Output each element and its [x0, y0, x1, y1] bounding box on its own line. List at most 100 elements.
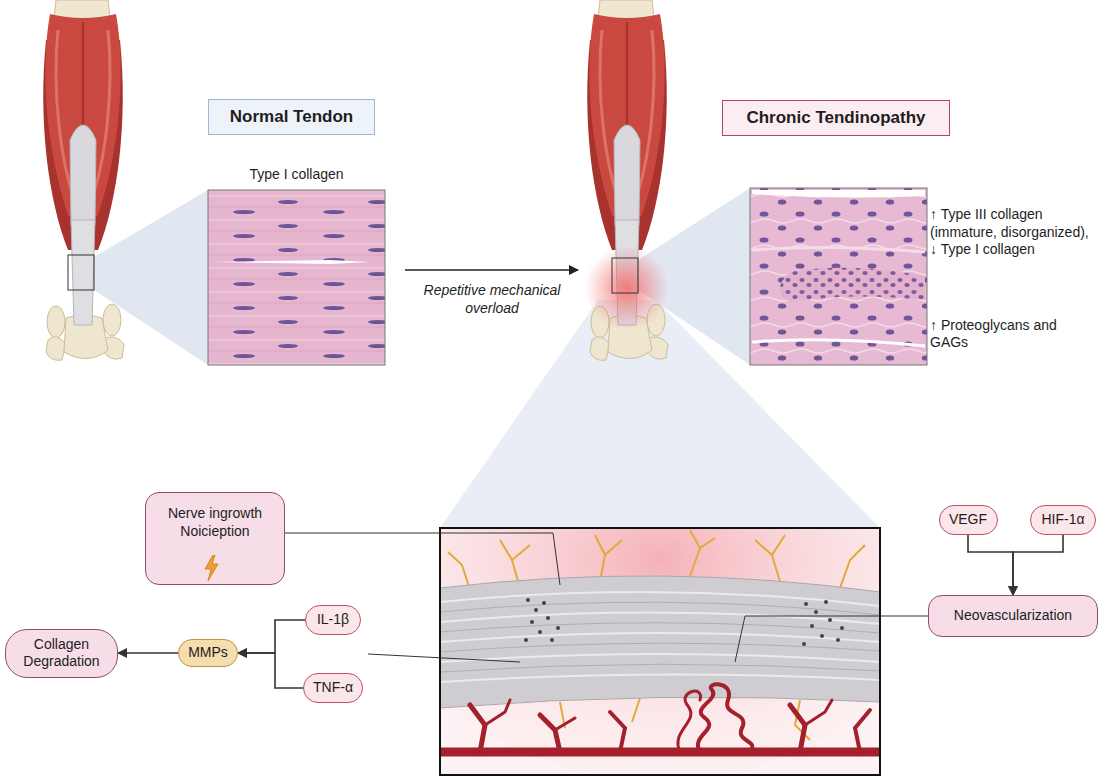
cytokine-pill: TNF-α	[303, 673, 363, 703]
cell-dots	[546, 616, 550, 620]
cell-dots	[534, 608, 538, 612]
stage-box: Normal Tendon	[208, 99, 375, 135]
connector-arrow	[238, 620, 305, 653]
tendon-detail	[440, 528, 880, 776]
collagen-fibres	[440, 633, 880, 642]
nerve-fibres	[700, 538, 715, 548]
collagen-fibres	[440, 623, 880, 633]
nerve-fibres	[448, 552, 470, 590]
connector-arrow	[238, 653, 303, 688]
factor-pill: HIF-1α	[1030, 505, 1096, 535]
node-text: MMPs	[188, 644, 228, 662]
tissue-gap	[752, 340, 925, 346]
histology-image	[208, 190, 385, 365]
nerve-fibres	[595, 535, 605, 582]
connector-arrow	[968, 535, 1013, 595]
node-text: TNF-α	[313, 679, 353, 697]
progression-arrow	[405, 269, 578, 271]
cell-dots	[802, 642, 806, 646]
connector-arrow	[118, 652, 178, 654]
nerve-fibres	[772, 535, 785, 582]
collagen-fibres	[440, 664, 880, 672]
node-text: HIF-1α	[1041, 511, 1084, 529]
arrow-label: Repetitive mechanical overload	[412, 282, 572, 317]
cell-dots	[810, 624, 814, 628]
blood-vessels	[610, 712, 625, 752]
cell-dots	[840, 626, 844, 630]
nerve-fibres	[512, 545, 530, 560]
cytokine-pill: IL-1β	[305, 605, 361, 635]
connector-arrow	[1013, 535, 1063, 595]
nerve-fibres	[840, 545, 865, 588]
tissue-gap	[212, 260, 370, 264]
tendon-fibres	[440, 576, 880, 708]
nerve-fibres	[690, 530, 700, 576]
tendon-detail	[440, 528, 880, 776]
cell-dots	[542, 601, 546, 605]
cell-dots	[556, 626, 560, 630]
nerve-fibres	[755, 540, 772, 555]
node-text: ↑ Proteoglycans and GAGs	[930, 317, 1094, 352]
process-box: Nerve ingrowth Noicieption	[145, 492, 285, 585]
blood-vessels	[855, 710, 870, 752]
inflammation-glow	[585, 246, 669, 330]
cell-dots	[828, 618, 832, 622]
blood-vessels	[470, 705, 485, 752]
blood-vessels	[540, 715, 560, 752]
zoom-box	[612, 258, 638, 293]
blood-vessels	[698, 684, 752, 752]
nerve-fibres	[605, 540, 622, 555]
node-text: Nerve ingrowth Noicieption	[154, 505, 276, 540]
node-text: Collagen Degradation	[14, 636, 109, 671]
cell-dots	[820, 634, 824, 638]
lightning-icon	[203, 555, 219, 581]
process-box: Collagen Degradation	[5, 629, 118, 678]
nerve-fibres	[632, 698, 640, 722]
cell-dots	[836, 638, 840, 642]
leader-line	[735, 616, 928, 662]
node-text: Chronic Tendinopathy	[746, 107, 925, 128]
cell-dots	[824, 600, 828, 604]
enzyme-pill: MMPs	[178, 639, 238, 667]
leader-line	[368, 654, 520, 662]
cell-dots	[524, 598, 844, 646]
cell-dots	[530, 620, 534, 624]
node-text: Neovascularization	[954, 607, 1072, 625]
blood-vessels	[805, 700, 832, 725]
cell-dots	[538, 630, 542, 634]
node-text: Normal Tendon	[230, 106, 353, 127]
collagen-fibres	[440, 592, 880, 682]
leader-line	[285, 533, 560, 585]
cell-dots	[804, 602, 808, 606]
node-text: Type I collagen	[208, 166, 385, 184]
blood-vessels	[555, 718, 575, 730]
collagen-fibres	[440, 602, 880, 615]
node-text: ↑ Type III collagen (immature, disorgani…	[930, 206, 1094, 259]
leg-illustration	[43, 0, 124, 360]
lightning-icon	[205, 555, 218, 581]
node-text: IL-1β	[317, 611, 349, 629]
cell-dots	[550, 638, 554, 642]
collagen-fibres	[440, 674, 880, 682]
detail-frame	[440, 528, 880, 775]
cell-dots	[814, 610, 818, 614]
stage-box: Chronic Tendinopathy	[722, 100, 950, 136]
blood-vessels	[678, 691, 701, 752]
hypercellular-band	[780, 268, 925, 302]
collagen-fibres	[440, 592, 880, 606]
histology-panel: Type I collagen	[208, 166, 385, 365]
blood-vessels	[485, 700, 510, 725]
node-text: VEGF	[949, 511, 987, 529]
histology-image	[750, 188, 927, 365]
tissue-gap	[752, 190, 925, 198]
blood-vessels	[440, 748, 880, 757]
process-box: Neovascularization	[928, 595, 1098, 637]
cell-dots	[526, 598, 530, 602]
tissue-gap	[752, 247, 925, 252]
blood-vessels	[440, 684, 880, 752]
collagen-fibres	[440, 643, 880, 652]
zoom-box	[68, 255, 94, 290]
